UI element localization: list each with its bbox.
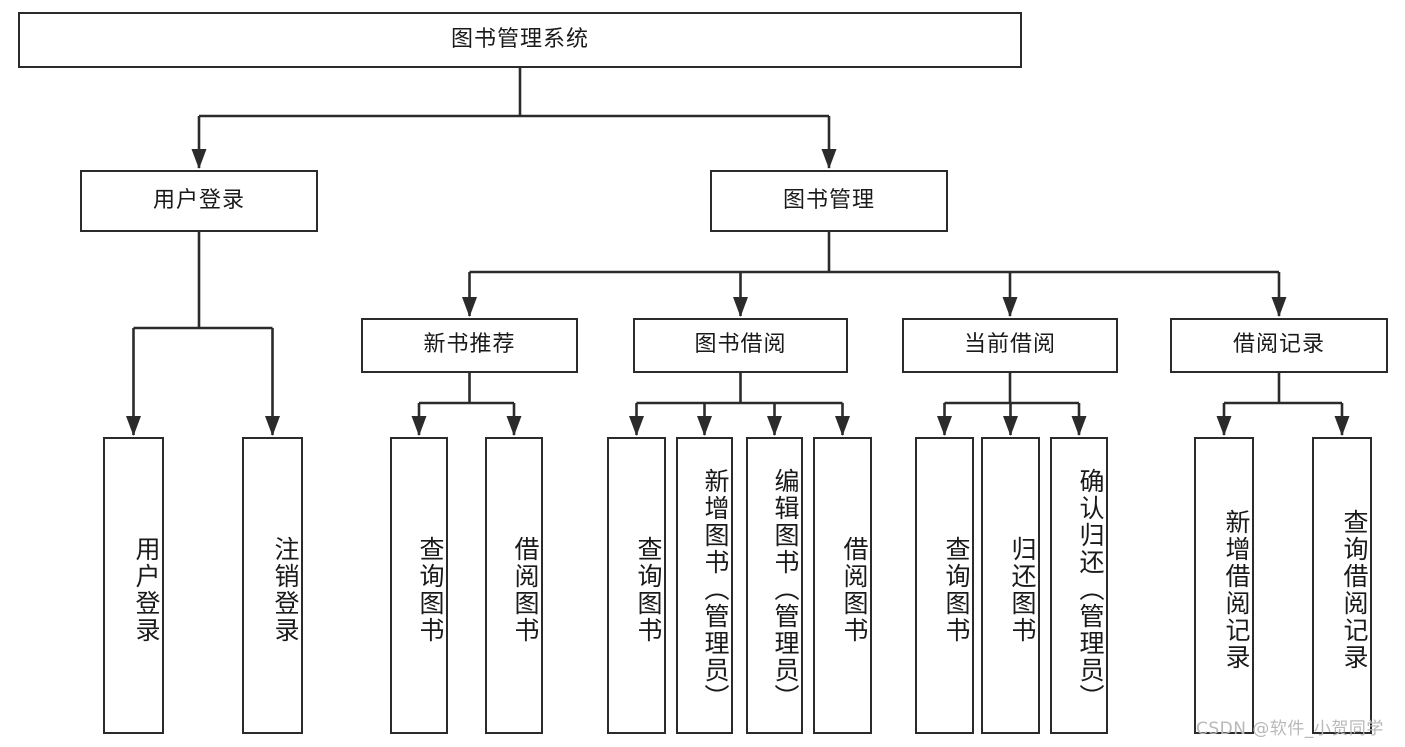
node-leaf-rc-query[interactable]: 查询借阅记录	[1312, 437, 1372, 734]
arrow-head	[126, 416, 141, 436]
node-label: 借阅图书	[511, 535, 540, 644]
node-label: 当前借阅	[963, 332, 1056, 358]
arrow-head	[1334, 416, 1350, 436]
node-label: 图书借阅	[694, 332, 787, 358]
arrow-head	[462, 297, 477, 317]
node-leaf-bw-borrow[interactable]: 借阅图书	[813, 437, 872, 734]
arrow-head	[265, 416, 280, 436]
node-label: 归还图书	[1008, 535, 1037, 644]
arrow-head	[767, 416, 782, 436]
arrow-head	[733, 297, 748, 317]
node-label: 借阅图书	[840, 535, 869, 644]
node-borrow[interactable]: 图书借阅	[633, 318, 848, 373]
node-label: 编辑图书（管理员）	[771, 468, 800, 711]
arrow-head	[697, 416, 712, 436]
node-leaf-bw-query[interactable]: 查询图书	[607, 437, 666, 734]
node-leaf-nb-query[interactable]: 查询图书	[390, 437, 448, 734]
node-label: 图书管理系统	[450, 26, 589, 52]
node-label: 确认归还（管理员）	[1076, 468, 1105, 711]
node-leaf-bw-edit[interactable]: 编辑图书（管理员）	[746, 437, 803, 734]
node-label: 图书管理	[782, 187, 875, 213]
arrow-head	[1271, 297, 1287, 317]
node-records[interactable]: 借阅记录	[1170, 318, 1388, 373]
arrow-head	[411, 416, 427, 436]
node-label: 用户登录	[152, 187, 245, 213]
arrow-head	[1002, 297, 1018, 317]
node-label: 新增借阅记录	[1222, 508, 1251, 671]
node-label: 借阅记录	[1232, 332, 1325, 358]
node-root[interactable]: 图书管理系统	[18, 12, 1022, 68]
node-leaf-user-login[interactable]: 用户登录	[103, 437, 164, 734]
arrow-head	[1003, 416, 1018, 436]
arrow-head	[191, 149, 207, 169]
arrow-head	[937, 416, 952, 436]
arrow-head	[506, 416, 522, 436]
node-leaf-nb-borrow[interactable]: 借阅图书	[485, 437, 543, 734]
node-leaf-bw-add[interactable]: 新增图书（管理员）	[676, 437, 733, 734]
node-label: 新书推荐	[423, 332, 516, 358]
node-label: 查询图书	[942, 535, 971, 644]
arrow-head	[1216, 416, 1232, 436]
node-leaf-cu-confirm[interactable]: 确认归还（管理员）	[1050, 437, 1108, 734]
node-newbook[interactable]: 新书推荐	[361, 318, 578, 373]
node-label: 查询图书	[634, 535, 663, 644]
node-current[interactable]: 当前借阅	[902, 318, 1118, 373]
node-label: 用户登录	[132, 535, 161, 644]
arrow-head	[1071, 416, 1087, 436]
node-leaf-cu-query[interactable]: 查询图书	[915, 437, 974, 734]
node-login[interactable]: 用户登录	[80, 170, 318, 232]
node-label: 查询图书	[416, 535, 445, 644]
node-leaf-rc-add[interactable]: 新增借阅记录	[1194, 437, 1254, 734]
node-bookmgmt[interactable]: 图书管理	[710, 170, 948, 232]
node-label: 查询借阅记录	[1340, 508, 1369, 671]
arrow-head	[835, 416, 850, 436]
node-leaf-user-logout[interactable]: 注销登录	[242, 437, 303, 734]
arrow-head	[629, 416, 644, 436]
node-label: 注销登录	[271, 535, 300, 644]
arrow-head	[821, 149, 837, 169]
node-leaf-cu-return[interactable]: 归还图书	[981, 437, 1040, 734]
node-label: 新增图书（管理员）	[701, 468, 730, 711]
